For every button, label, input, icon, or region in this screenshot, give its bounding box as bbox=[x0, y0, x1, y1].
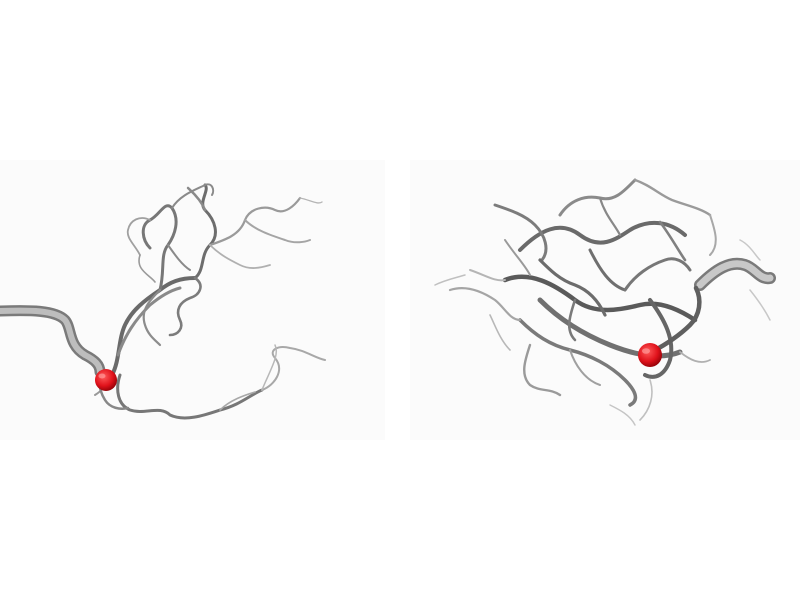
left-vessel-render bbox=[0, 183, 326, 420]
right-vessel-render bbox=[434, 178, 776, 426]
left-vessel-tree bbox=[0, 183, 326, 420]
right-vessel-panel bbox=[410, 160, 800, 440]
marker-highlight bbox=[642, 348, 650, 354]
left-vessel-panel bbox=[0, 160, 385, 440]
right-vessel-tree bbox=[434, 178, 776, 426]
aneurysm-marker bbox=[95, 369, 117, 391]
aneurysm-marker bbox=[638, 343, 662, 367]
marker-highlight bbox=[98, 373, 106, 379]
